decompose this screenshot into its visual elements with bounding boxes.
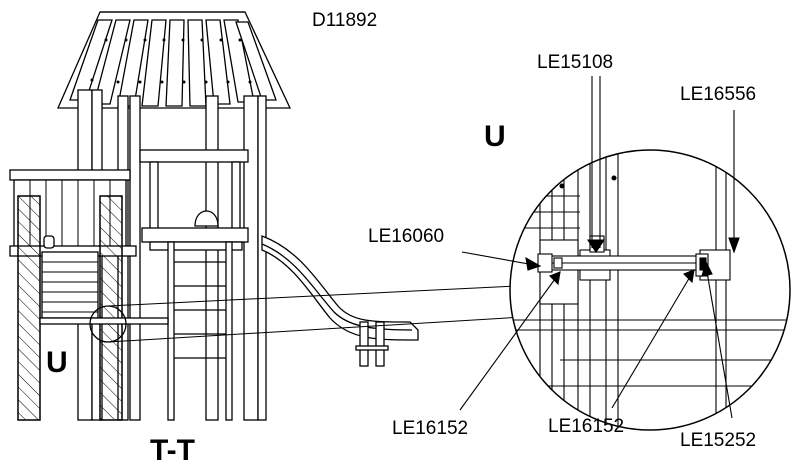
drawing-id: D11892 — [312, 10, 377, 31]
slide — [261, 235, 419, 367]
detail-view — [509, 149, 791, 431]
projection-line-bottom — [107, 315, 541, 343]
callout-le15108: LE15108 — [537, 52, 613, 73]
projection-line-top — [107, 285, 517, 307]
callout-le16060: LE16060 — [368, 226, 444, 247]
detail-marker-label: U — [46, 346, 68, 379]
callout-le16556: LE16556 — [680, 84, 756, 105]
detail-title: U — [484, 120, 506, 153]
callout-le16152-left: LE16152 — [392, 418, 468, 439]
play-structure — [9, 11, 419, 421]
callout-le15252: LE15252 — [680, 430, 756, 451]
view-title: T-T — [150, 434, 195, 467]
callout-le16152-center: LE16152 — [548, 416, 624, 437]
roof — [57, 11, 292, 109]
leaders — [459, 76, 740, 419]
